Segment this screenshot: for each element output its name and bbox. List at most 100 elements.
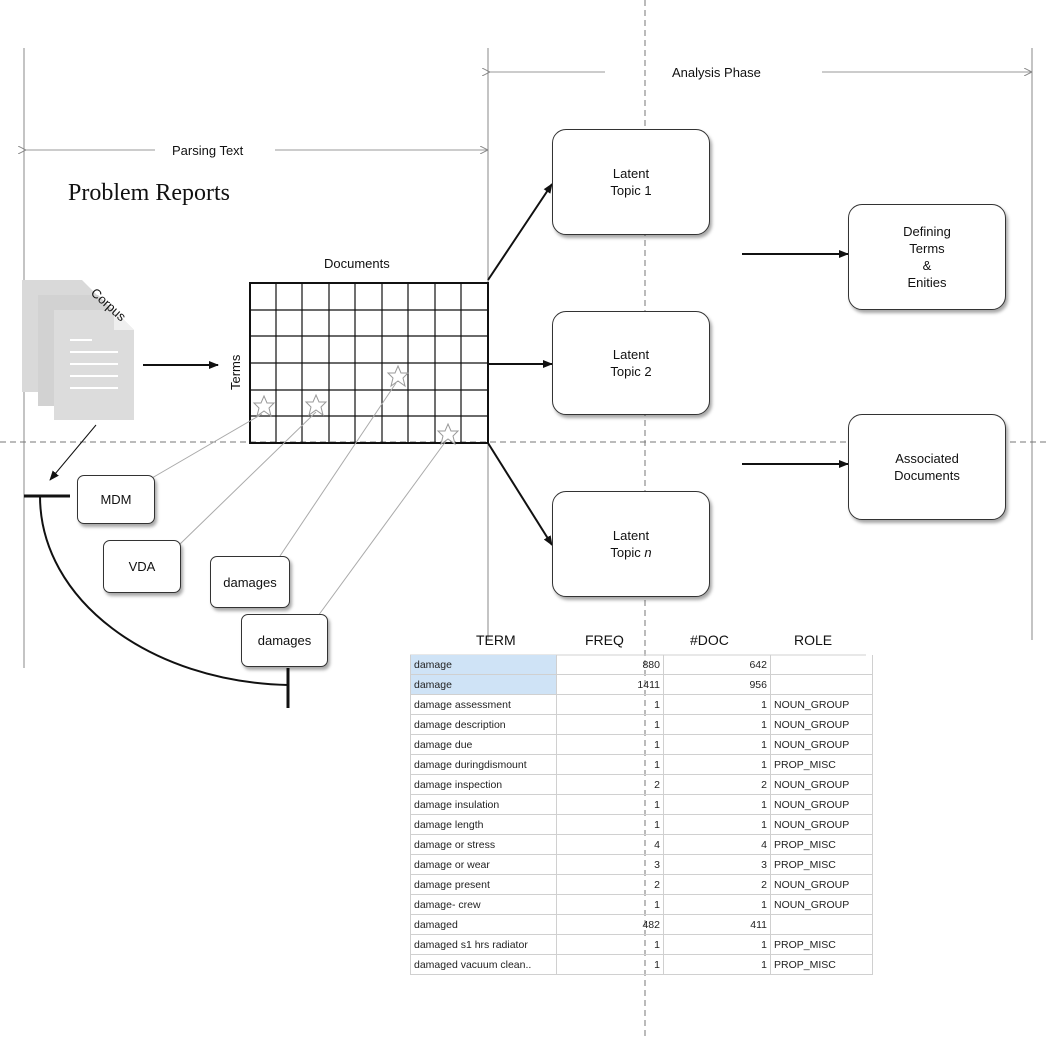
tag-damages: damages bbox=[210, 556, 290, 608]
doc-count-cell: 1 bbox=[663, 814, 771, 835]
associated-line1: Associated bbox=[895, 451, 959, 466]
associated-line2: Documents bbox=[894, 468, 960, 483]
role-cell bbox=[770, 914, 873, 935]
freq-cell: 1 bbox=[556, 934, 664, 955]
page-title: Problem Reports bbox=[68, 180, 230, 206]
freq-cell: 1411 bbox=[556, 674, 664, 695]
doc-count-cell: 1 bbox=[663, 794, 771, 815]
doc-count-cell: 2 bbox=[663, 874, 771, 895]
feedback-loop bbox=[24, 494, 290, 708]
terms-label: Terms bbox=[228, 354, 243, 390]
analysis-phase-label: Analysis Phase bbox=[672, 65, 761, 80]
role-cell: PROP_MISC bbox=[770, 854, 873, 875]
topic-n-italic: n bbox=[644, 545, 652, 560]
doc-count-cell: 4 bbox=[663, 834, 771, 855]
topic-2-line1: Latent bbox=[612, 347, 650, 362]
role-cell bbox=[770, 674, 873, 695]
term-cell: damage or stress bbox=[410, 834, 557, 855]
freq-cell: 880 bbox=[556, 655, 664, 675]
topic-1-line2: Topic 1 bbox=[610, 183, 652, 198]
doc-count-cell: 1 bbox=[663, 934, 771, 955]
col-header-freq: FREQ bbox=[585, 632, 624, 648]
term-cell: damaged bbox=[410, 914, 557, 935]
doc-count-cell: 1 bbox=[663, 754, 771, 775]
role-cell: NOUN_GROUP bbox=[770, 894, 873, 915]
doc-count-cell: 1 bbox=[663, 954, 771, 975]
role-cell bbox=[770, 655, 873, 675]
term-cell: damage present bbox=[410, 874, 557, 895]
doc-count-cell: 1 bbox=[663, 714, 771, 735]
freq-cell: 4 bbox=[556, 834, 664, 855]
freq-cell: 1 bbox=[556, 734, 664, 755]
star-to-mdm-line bbox=[151, 413, 263, 479]
col-header-role: ROLE bbox=[794, 632, 833, 648]
role-cell: NOUN_GROUP bbox=[770, 814, 873, 835]
term-cell: damage due bbox=[410, 734, 557, 755]
term-cell: damage bbox=[410, 655, 557, 675]
freq-cell: 1 bbox=[556, 954, 664, 975]
term-cell: damaged vacuum clean.. bbox=[410, 954, 557, 975]
latent-topic-n-box: Latent Topic n bbox=[552, 491, 710, 597]
role-cell: NOUN_GROUP bbox=[770, 714, 873, 735]
tag-damages-2: damages bbox=[241, 614, 328, 667]
role-cell: NOUN_GROUP bbox=[770, 794, 873, 815]
matrix-to-topic-n-arrow bbox=[487, 442, 553, 546]
topic-n-line1: Latent bbox=[612, 528, 650, 543]
parsing-text-label: Parsing Text bbox=[172, 143, 244, 158]
doc-count-cell: 411 bbox=[663, 914, 771, 935]
topic-2-line2: Topic 2 bbox=[610, 364, 652, 379]
latent-topic-1-box: Latent Topic 1 bbox=[552, 129, 710, 235]
term-cell: damage length bbox=[410, 814, 557, 835]
freq-cell: 2 bbox=[556, 774, 664, 795]
defining-line1: Defining bbox=[903, 224, 951, 239]
star-icon bbox=[436, 422, 460, 446]
freq-cell: 1 bbox=[556, 814, 664, 835]
matrix-to-topic-1-arrow bbox=[487, 183, 553, 281]
role-cell: PROP_MISC bbox=[770, 754, 873, 775]
defining-terms-box: Defining Terms & Enities bbox=[848, 204, 1006, 310]
star-icon bbox=[304, 393, 328, 417]
role-cell: NOUN_GROUP bbox=[770, 734, 873, 755]
defining-line2: Terms bbox=[909, 241, 945, 256]
role-cell: NOUN_GROUP bbox=[770, 694, 873, 715]
star-to-damages-line bbox=[279, 382, 397, 557]
term-cell: damage bbox=[410, 674, 557, 695]
term-cell: damage assessment bbox=[410, 694, 557, 715]
latent-topic-2-box: Latent Topic 2 bbox=[552, 311, 710, 415]
role-cell: NOUN_GROUP bbox=[770, 774, 873, 795]
doc-count-cell: 1 bbox=[663, 694, 771, 715]
star-icon bbox=[386, 364, 410, 388]
role-cell: PROP_MISC bbox=[770, 934, 873, 955]
term-document-matrix bbox=[249, 282, 489, 444]
defining-line3: & bbox=[922, 258, 932, 273]
role-cell: NOUN_GROUP bbox=[770, 874, 873, 895]
role-cell: PROP_MISC bbox=[770, 834, 873, 855]
star-to-damages-2-line bbox=[317, 440, 447, 617]
tag-vda: VDA bbox=[103, 540, 181, 593]
doc-count-cell: 2 bbox=[663, 774, 771, 795]
role-cell: PROP_MISC bbox=[770, 954, 873, 975]
term-cell: damage or wear bbox=[410, 854, 557, 875]
doc-count-cell: 956 bbox=[663, 674, 771, 695]
freq-cell: 1 bbox=[556, 754, 664, 775]
term-cell: damage inspection bbox=[410, 774, 557, 795]
corpus-to-tags-arrow bbox=[49, 424, 97, 481]
documents-label: Documents bbox=[324, 256, 390, 271]
